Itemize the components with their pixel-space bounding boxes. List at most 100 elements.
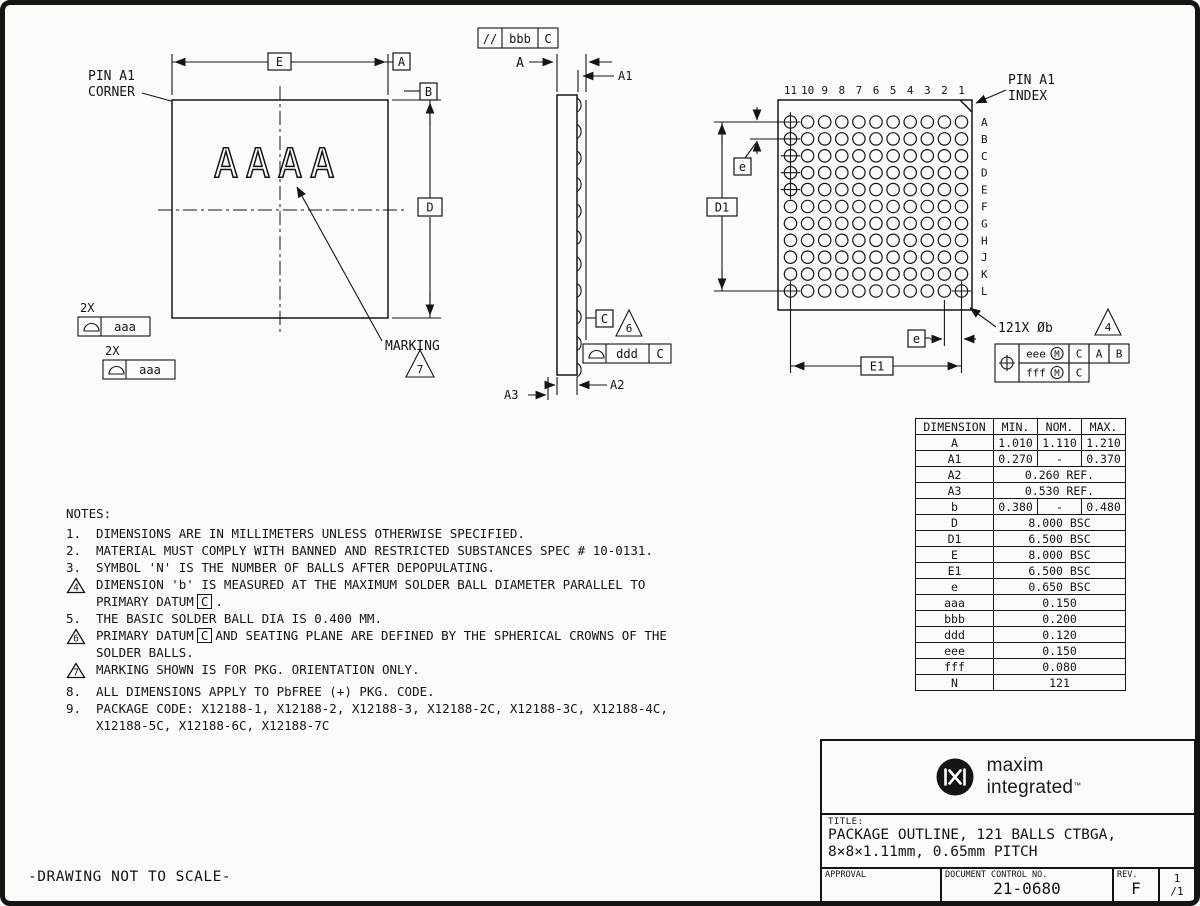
pin-a1-corner-label: PIN A1	[88, 69, 135, 84]
solder-ball	[937, 216, 952, 231]
solder-ball	[920, 132, 935, 146]
solder-ball	[834, 216, 849, 231]
notes-section: NOTES: 1. DIMENSIONS ARE IN MILLIMETERS …	[66, 505, 672, 734]
note-item-4: 4 DIMENSION 'b' IS MEASURED AT THE MAXIM…	[66, 576, 672, 610]
tol-aaa-label: aaa	[114, 320, 136, 334]
solder-ball	[852, 115, 866, 129]
solder-ball	[800, 149, 815, 163]
solder-ball	[869, 199, 883, 214]
note-flag-triangle-icon: 7	[66, 661, 96, 683]
solder-ball	[954, 165, 969, 180]
revision-cell: REV. F	[1114, 869, 1160, 901]
ball-column-number: 11	[784, 84, 797, 97]
solder-ball	[817, 165, 832, 180]
sheet-number: 1	[1173, 872, 1181, 885]
datum-c-ref: C	[656, 347, 663, 361]
solder-ball	[937, 267, 952, 281]
solder-ball	[954, 132, 969, 146]
solder-ball	[817, 267, 832, 281]
top-view-package-outline	[171, 99, 389, 319]
col-header-min: MIN.	[993, 418, 1038, 435]
note-flag-triangle-icon: 4	[66, 576, 96, 598]
note-text: PACKAGE CODE: X12188-1, X12188-2, X12188…	[96, 701, 668, 733]
solder-ball	[852, 165, 866, 180]
ball-crown-profile	[576, 283, 582, 298]
datum-c-box-inline: C	[196, 628, 213, 643]
solder-ball	[920, 267, 935, 281]
solder-ball	[783, 250, 798, 265]
ball-crown-profile	[576, 309, 582, 325]
trademark-symbol: ™	[1073, 781, 1082, 790]
solder-ball	[869, 233, 883, 248]
solder-ball	[869, 115, 883, 129]
dim-d1-label: D1	[715, 201, 729, 215]
solder-ball	[800, 284, 815, 298]
solder-ball	[817, 199, 832, 214]
solder-ball	[937, 284, 952, 298]
solder-ball	[903, 250, 917, 265]
ball-crown-profile	[576, 203, 582, 219]
title-block-bottom-row: APPROVAL DOCUMENT CONTROL NO. 21-0680 RE…	[822, 867, 1194, 901]
ball-column-number: 8	[838, 84, 845, 97]
solder-ball	[834, 284, 849, 298]
solder-ball	[800, 182, 815, 197]
solder-ball	[920, 216, 935, 231]
note-6-flag-triangle	[615, 308, 643, 337]
ball-row-letter: B	[981, 133, 988, 146]
note-number: 1.	[66, 526, 82, 541]
mmc-modifier-icon	[1050, 346, 1064, 361]
fcf-ddd: ddd C	[582, 343, 672, 364]
note-text: MARKING SHOWN IS FOR PKG. ORIENTATION ON…	[96, 662, 420, 677]
solder-ball	[852, 199, 866, 214]
solder-ball	[869, 267, 883, 281]
solder-ball	[886, 182, 900, 197]
note-item-8: 8. ALL DIMENSIONS APPLY TO PbFREE (+) PK…	[66, 683, 672, 700]
solder-ball	[800, 132, 815, 146]
pin-a1-index-label: PIN A1	[1008, 73, 1055, 88]
fcf-bbb: // bbb C	[477, 27, 559, 49]
solder-ball	[937, 132, 952, 146]
note-item-1: 1. DIMENSIONS ARE IN MILLIMETERS UNLESS …	[66, 525, 672, 542]
solder-ball	[903, 284, 917, 298]
ball-column-number: 1	[958, 84, 965, 97]
datum-ref-a: A	[1096, 348, 1103, 361]
datum-b-label: B	[425, 85, 432, 99]
solder-ball	[920, 149, 935, 163]
ball-row-letter: C	[981, 150, 988, 163]
solder-ball	[783, 216, 798, 231]
pin-a1-index-label-2: INDEX	[1008, 89, 1047, 104]
solder-ball	[886, 250, 900, 265]
solder-ball	[834, 165, 849, 180]
dim-a2-label: A2	[610, 378, 624, 392]
brand-name-maxim: maxim	[986, 755, 1044, 776]
note-number: 8.	[66, 684, 82, 699]
solder-ball	[886, 149, 900, 163]
solder-ball	[834, 115, 849, 129]
datum-a-label: A	[398, 55, 406, 69]
pin-a1-corner-label-2: CORNER	[88, 85, 135, 100]
solder-ball	[886, 233, 900, 248]
sheet-cell: 1 /1	[1160, 869, 1194, 901]
solder-ball	[886, 165, 900, 180]
dim-a3-label: A3	[504, 388, 518, 402]
datum-ref-c2: C	[1076, 367, 1083, 380]
ball-row-letter: F	[981, 201, 988, 214]
solder-ball	[920, 250, 935, 265]
pin-a1-leader	[141, 92, 172, 102]
datum-c-box	[595, 309, 614, 328]
note-4-flag-triangle	[1094, 307, 1122, 336]
note-text: DIMENSIONS ARE IN MILLIMETERS UNLESS OTH…	[96, 526, 525, 541]
dim-a1-label: A1	[618, 69, 632, 83]
svg-text:6: 6	[73, 634, 79, 645]
solder-ball	[937, 250, 952, 265]
solder-ball	[920, 165, 935, 180]
